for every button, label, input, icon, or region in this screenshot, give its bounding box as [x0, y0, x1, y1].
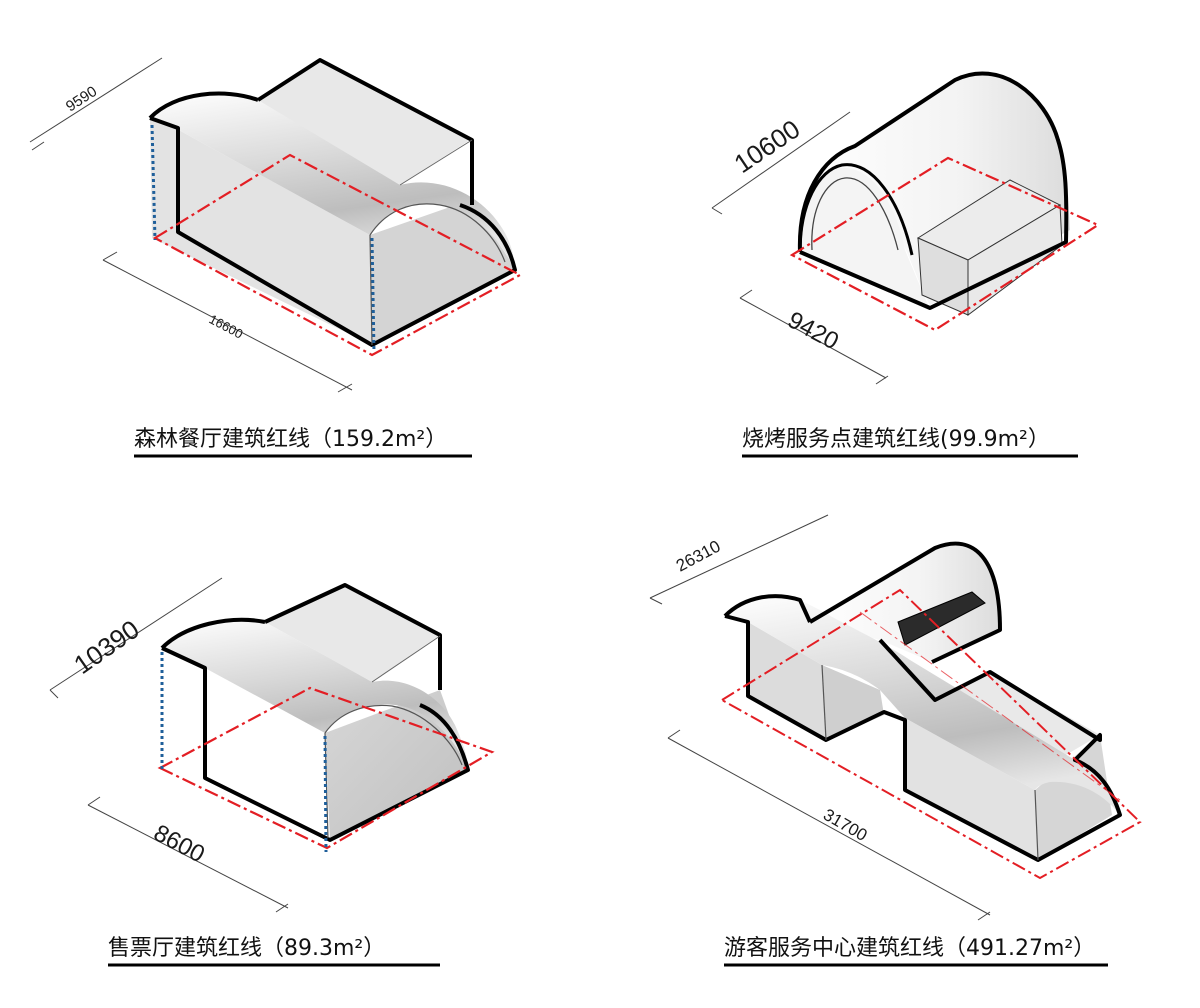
dimension-line-top	[49, 577, 223, 691]
panel-visitor-center: 26310 31700 游客服务中心建筑红线（491.27m²）	[649, 514, 1142, 967]
dimension-line-top	[711, 111, 851, 209]
dimension-label-bottom: 31700	[820, 805, 870, 845]
building-outline	[723, 594, 1122, 862]
height-line	[323, 735, 328, 853]
dimension-line-bottom	[739, 297, 887, 379]
caption: 游客服务中心建筑红线（491.27m²）	[724, 936, 1095, 961]
corner-edge	[369, 234, 373, 346]
dimension-label-bottom: 9420	[783, 306, 843, 355]
dimension-label-bottom: 16600	[207, 311, 246, 341]
arch-edge	[369, 203, 506, 263]
building-outline	[160, 617, 470, 842]
panel-forest-restaurant: 9590 16600 森林餐厅建筑红线（159.2m²）	[29, 57, 523, 458]
caption: 烧烤服务点建筑红线(99.9m²）	[742, 427, 1050, 452]
height-line	[370, 237, 376, 353]
left-block-front	[748, 622, 826, 740]
dimension-label-top: 26310	[673, 537, 724, 576]
dimension-label-bottom: 8600	[149, 819, 209, 868]
vault-roof	[150, 93, 515, 270]
front-wall	[150, 120, 372, 345]
arch-opening	[799, 167, 928, 305]
back-box-line	[399, 139, 473, 186]
building-outline	[797, 71, 1069, 310]
back-box-top	[255, 60, 470, 185]
dimension-line-top	[29, 57, 163, 143]
side-wall	[370, 200, 515, 345]
dimension-line-top	[649, 514, 829, 599]
back-box-edge	[264, 583, 442, 690]
vault-roof	[162, 619, 468, 770]
red-line-boundary	[152, 153, 523, 357]
panel-bbq-service-point: 10600 9420 烧烤服务点建筑红线(99.9m²）	[711, 71, 1101, 458]
vault-roof	[725, 596, 1120, 815]
arch-inner-edge	[811, 177, 899, 251]
caption: 森林餐厅建筑红线（159.2m²）	[134, 427, 447, 452]
dimension-line-bottom	[102, 259, 353, 391]
height-line	[150, 124, 157, 241]
back-box-edge	[256, 58, 474, 205]
building-outline	[148, 91, 517, 347]
dimension-line-bottom	[667, 737, 991, 916]
red-line-boundary	[157, 686, 495, 850]
dark-skylight	[897, 591, 986, 646]
front-wall	[162, 648, 327, 838]
side-wall	[325, 690, 468, 840]
panel-ticket-hall: 10390 8600 售票厅建筑红线（89.3m²）	[49, 577, 495, 967]
caption: 售票厅建筑红线（89.3m²）	[108, 936, 385, 961]
red-line-boundary	[789, 156, 1101, 332]
red-line-boundary	[720, 588, 1142, 880]
right-block-front	[905, 718, 1038, 860]
dimension-line-bottom	[87, 804, 289, 909]
right-block-side	[1035, 735, 1112, 860]
dimension-label-top: 10390	[68, 614, 144, 680]
dimension-label-top: 9590	[63, 83, 100, 115]
back-box-top	[265, 585, 440, 682]
